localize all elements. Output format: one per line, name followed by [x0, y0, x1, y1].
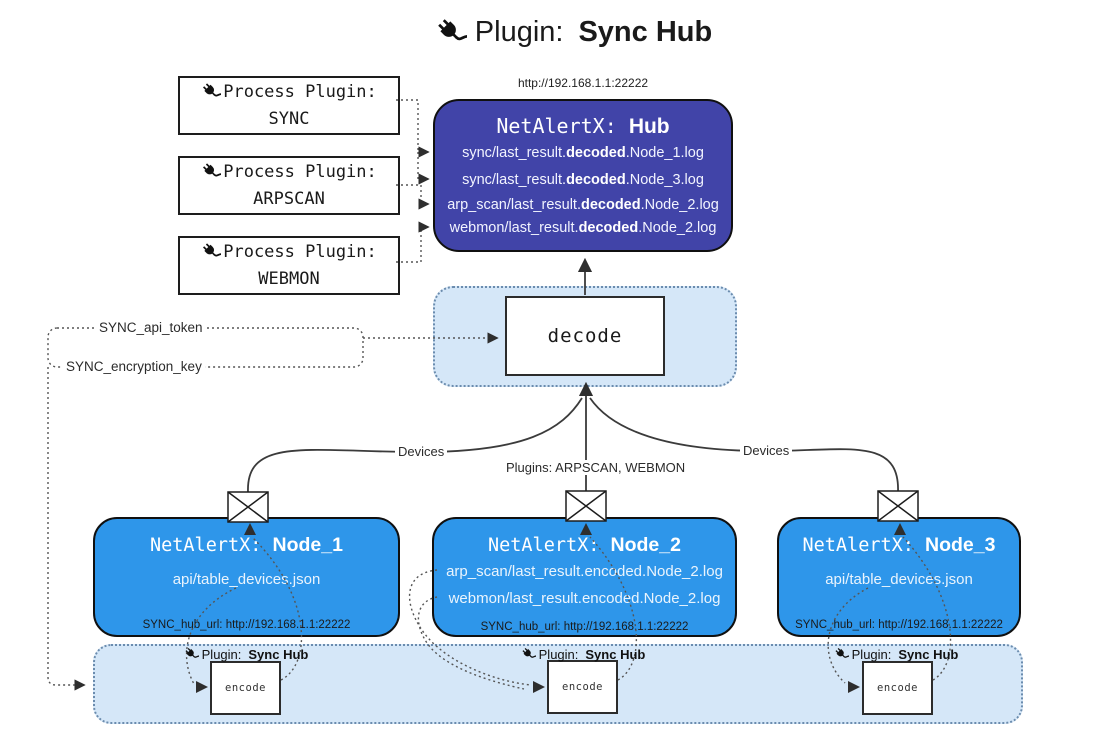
node-title: NetAlertX: Node_3 [802, 534, 996, 556]
node-title: NetAlertX: Node_2 [488, 534, 681, 556]
node-file-line: api/table_devices.json [825, 571, 973, 588]
hub-log-line: sync/last_result.decoded.Node_1.log [462, 145, 704, 161]
title-label: Plugin: [474, 16, 564, 48]
encode-box: encode [210, 661, 281, 715]
process-plugin-name: ARPSCAN [253, 188, 325, 209]
process-plugin-name: SYNC [268, 108, 310, 129]
hub-log-line: arp_scan/last_result.decoded.Node_2.log [447, 197, 719, 213]
node-box-node1: NetAlertX: Node_1 api/table_devices.json… [93, 517, 400, 637]
hub-log-line: sync/last_result.decoded.Node_3.log [462, 172, 704, 188]
node-box-node3: NetAlertX: Node_3 api/table_devices.json… [777, 517, 1021, 637]
plug-icon [435, 17, 467, 49]
process-plugin-box-sync: Process Plugin: SYNC [178, 76, 400, 135]
node-hub-url: SYNC_hub_url: http://192.168.1.1:22222 [142, 619, 351, 631]
sync-encryption-key-label: SYNC_encryption_key [63, 359, 205, 374]
node-file-line: webmon/last_result.encoded.Node_2.log [448, 590, 721, 607]
plug-icon [834, 647, 849, 662]
plug-icon [201, 162, 221, 182]
band-label-sync-hub: Plugin:Sync Hub [498, 647, 668, 662]
plug-icon [184, 647, 199, 662]
hub-title: NetAlertX: Hub [496, 114, 670, 138]
edge-label-devices-left: Devices [395, 444, 448, 459]
plug-icon [521, 647, 536, 662]
node-file-line: api/table_devices.json [172, 571, 321, 588]
band-label-sync-hub: Plugin:Sync Hub [811, 647, 981, 662]
node-file-line: arp_scan/last_result.encoded.Node_2.log [446, 563, 723, 580]
sync-api-token-label: SYNC_api_token [96, 320, 206, 335]
hub-log-line: webmon/last_result.decoded.Node_2.log [449, 220, 717, 236]
plug-icon [201, 242, 221, 262]
edge-label-devices-right: Devices [740, 443, 793, 458]
decode-box: decode [505, 296, 665, 376]
process-plugin-box-webmon: Process Plugin: WEBMON [178, 236, 400, 295]
hub-box: NetAlertX: Hub sync/last_result.decoded.… [433, 99, 733, 252]
process-plugin-label: Process Plugin: [223, 82, 377, 103]
encode-box: encode [547, 660, 618, 714]
page-title: Plugin: Sync Hub [0, 16, 1117, 49]
plug-icon [201, 82, 221, 102]
title-name: Sync Hub [578, 16, 713, 48]
band-label-sync-hub: Plugin:Sync Hub [161, 647, 331, 662]
edge-label-plugins: Plugins: ARPSCAN, WEBMON [503, 460, 685, 475]
encode-box: encode [862, 661, 933, 715]
process-plugin-label: Process Plugin: [223, 242, 377, 263]
process-plugin-box-arpscan: Process Plugin: ARPSCAN [178, 156, 400, 215]
node-hub-url: SYNC_hub_url: http://192.168.1.1:22222 [795, 619, 1003, 631]
process-plugin-name: WEBMON [258, 268, 320, 289]
node-hub-url: SYNC_hub_url: http://192.168.1.1:22222 [480, 621, 689, 633]
node-box-node2: NetAlertX: Node_2 arp_scan/last_result.e… [432, 517, 737, 637]
hub-url-label: http://192.168.1.1:22222 [517, 76, 649, 90]
node-title: NetAlertX: Node_1 [150, 534, 343, 556]
process-plugin-label: Process Plugin: [223, 162, 377, 183]
